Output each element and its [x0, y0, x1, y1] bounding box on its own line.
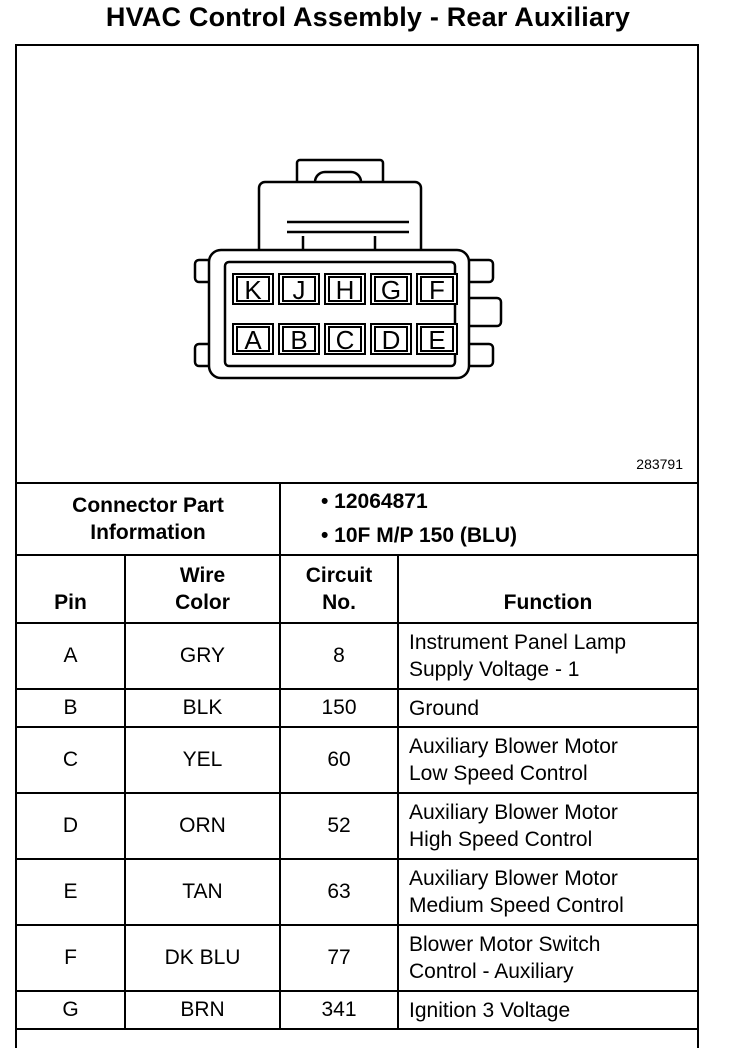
function-cell: Auxiliary Blower Motor Low Speed Control	[396, 726, 698, 794]
wire-color-cell: BLK	[124, 688, 281, 728]
header-function: Function	[396, 554, 698, 624]
table-row: E TAN 63 Auxiliary Blower Motor Medium S…	[17, 858, 698, 926]
circuit-cell: 8	[279, 622, 399, 690]
pin-label-e: E	[428, 325, 445, 355]
pin-cell: D	[17, 792, 126, 860]
connector-info-values: • 12064871 • 10F M/P 150 (BLU)	[278, 482, 698, 556]
header-circuit-line2: No.	[322, 591, 356, 614]
pin-cavity-inner-h	[328, 276, 362, 302]
pin-cavity-inner-j	[282, 276, 316, 302]
wire-color-cell: DK BLU	[124, 924, 281, 992]
pin-label-k: K	[244, 275, 262, 305]
circuit-cell: 60	[279, 726, 399, 794]
circuit-cell: 150	[279, 688, 399, 728]
connector-info-row: Connector Part Information • 12064871 • …	[17, 482, 698, 556]
circuit-cell: 52	[279, 792, 399, 860]
header-pin: Pin	[17, 554, 126, 624]
function-line2: Control - Auxiliary	[409, 960, 574, 983]
connector-part-number: • 12064871	[321, 490, 428, 513]
pin-label-g: G	[381, 275, 401, 305]
pinout-rows: A GRY 8 Instrument Panel Lamp Supply Vol…	[17, 622, 698, 1030]
pin-cell: E	[17, 858, 126, 926]
connector-description: • 10F M/P 150 (BLU)	[321, 524, 518, 547]
function-line2: High Speed Control	[409, 828, 593, 851]
pin-label-j: J	[293, 275, 306, 305]
pin-cavity-inner-k	[236, 276, 270, 302]
pin-cavity-inner-c	[328, 326, 362, 352]
pin-label-f: F	[429, 275, 445, 305]
connector-info-label: Connector Part Information	[17, 482, 281, 556]
function-cell: Instrument Panel Lamp Supply Voltage - 1	[396, 622, 698, 690]
wire-color-cell: YEL	[124, 726, 281, 794]
circuit-cell: 341	[279, 990, 399, 1030]
pin-cavity-inner-f	[420, 276, 454, 302]
header-wire-line2: Color	[175, 591, 230, 614]
function-line2: Low Speed Control	[409, 762, 588, 785]
function-line1: Blower Motor Switch	[409, 933, 601, 956]
function-cell: Ignition 3 Voltage	[396, 990, 698, 1030]
wire-color-cell: TAN	[124, 858, 281, 926]
function-line1: Auxiliary Blower Motor	[409, 867, 618, 890]
function-line1: Auxiliary Blower Motor	[409, 801, 618, 824]
table-row: D ORN 52 Auxiliary Blower Motor High Spe…	[17, 792, 698, 860]
pin-cell: G	[17, 990, 126, 1030]
pin-cavity-inner-g	[374, 276, 408, 302]
pin-cell: F	[17, 924, 126, 992]
table-row: C YEL 60 Auxiliary Blower Motor Low Spee…	[17, 726, 698, 794]
pin-cavity-inner-e	[420, 326, 454, 352]
header-wire-line1: Wire	[179, 564, 226, 587]
table-row: F DK BLU 77 Blower Motor Switch Control …	[17, 924, 698, 992]
header-wire-color: Wire Color	[124, 554, 281, 624]
pin-label-a: A	[244, 325, 262, 355]
pin-cell: C	[17, 726, 126, 794]
function-line1: Auxiliary Blower Motor	[409, 735, 618, 758]
function-line2: Supply Voltage - 1	[409, 658, 580, 681]
pin-cell: A	[17, 622, 126, 690]
pin-cavity-inner-d	[374, 326, 408, 352]
pin-label-b: B	[290, 325, 307, 355]
header-circuit-line1: Circuit	[305, 564, 373, 587]
connector-info-label-line1: Connector Part	[72, 494, 224, 517]
pinout-table: Connector Part Information • 12064871 • …	[17, 482, 698, 1030]
connector-info-label-line2: Information	[90, 521, 206, 544]
table-row: A GRY 8 Instrument Panel Lamp Supply Vol…	[17, 622, 698, 690]
pin-label-c: C	[336, 325, 355, 355]
pin-label-h: H	[336, 275, 355, 305]
wire-color-cell: BRN	[124, 990, 281, 1030]
function-cell: Auxiliary Blower Motor Medium Speed Cont…	[396, 858, 698, 926]
function-line1: Ground	[409, 696, 480, 720]
wire-color-cell: GRY	[124, 622, 281, 690]
function-cell: Ground	[396, 688, 698, 728]
pin-cell: B	[17, 688, 126, 728]
table-row: G BRN 341 Ignition 3 Voltage	[17, 990, 698, 1030]
table-row: B BLK 150 Ground	[17, 688, 698, 728]
wire-color-cell: ORN	[124, 792, 281, 860]
function-cell: Auxiliary Blower Motor High Speed Contro…	[396, 792, 698, 860]
function-line2: Medium Speed Control	[409, 894, 624, 917]
connector-upper-housing	[257, 180, 423, 258]
circuit-cell: 63	[279, 858, 399, 926]
header-row: Pin Wire Color Circuit No. Function	[17, 554, 698, 624]
pin-cavity-inner-a	[236, 326, 270, 352]
function-cell: Blower Motor Switch Control - Auxiliary	[396, 924, 698, 992]
header-circuit: Circuit No.	[279, 554, 399, 624]
circuit-cell: 77	[279, 924, 399, 992]
function-line1: Ignition 3 Voltage	[409, 998, 571, 1022]
pin-label-d: D	[382, 325, 401, 355]
page-title: HVAC Control Assembly - Rear Auxiliary	[105, 2, 631, 32]
diagram-id: 283791	[636, 456, 683, 472]
function-line1: Instrument Panel Lamp	[409, 631, 627, 654]
pin-cavity-inner-b	[282, 326, 316, 352]
